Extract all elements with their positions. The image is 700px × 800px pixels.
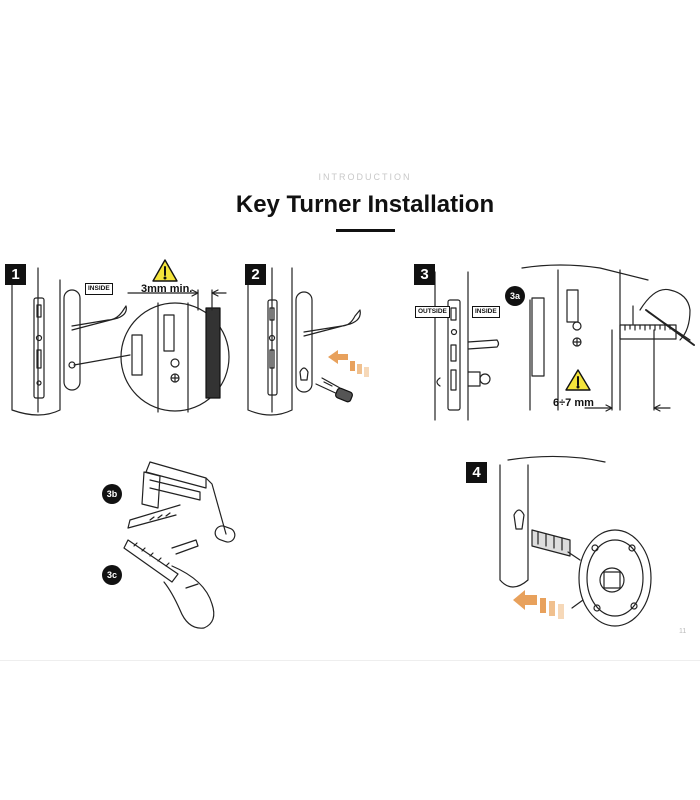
- step3b-illustration: [128, 462, 237, 544]
- step-badge-2: 2: [245, 264, 266, 285]
- outside-tag-step3: OUTSIDE: [415, 306, 450, 318]
- eyebrow-label: INTRODUCTION: [318, 172, 412, 182]
- range-gap-label: 6÷7 mm: [553, 397, 594, 409]
- step4-illustration: [500, 456, 651, 626]
- step3c-illustration: [124, 540, 214, 628]
- step-badge-3: 3: [414, 264, 435, 285]
- inside-tag-step1: INSIDE: [85, 283, 113, 295]
- step-badge-3a: 3a: [505, 286, 525, 306]
- step3-illustration: [435, 272, 499, 420]
- step4-insert-arrow: [513, 590, 564, 619]
- inside-tag-step3: INSIDE: [472, 306, 500, 318]
- step1-illustration: [12, 268, 229, 415]
- page-title: Key Turner Installation: [235, 191, 495, 218]
- bottom-divider: [0, 660, 700, 661]
- step2-insert-arrow: [328, 350, 369, 377]
- step3a-illustration: [522, 265, 694, 411]
- page-number: 11: [679, 628, 687, 635]
- min-gap-label: 3mm min.: [141, 283, 193, 295]
- title-underline: [336, 229, 395, 232]
- step-badge-3b: 3b: [102, 484, 122, 504]
- step2-illustration: [248, 268, 360, 415]
- step-badge-4: 4: [466, 462, 487, 483]
- warning-icon: [153, 260, 177, 281]
- warning-icon: [566, 370, 590, 390]
- step-badge-3c: 3c: [102, 565, 122, 585]
- step-badge-1: 1: [5, 264, 26, 285]
